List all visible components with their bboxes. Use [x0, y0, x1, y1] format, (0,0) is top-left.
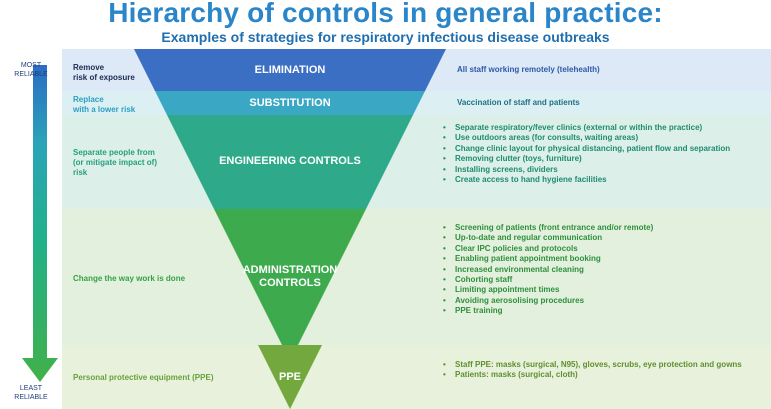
title-elimination: ELIMINATION [254, 64, 326, 76]
least-reliable-label: LEAST RELIABLE [14, 385, 48, 401]
list-item: Change clinic layout for physical distan… [443, 144, 768, 155]
segment-engineering [167, 115, 413, 209]
list-item: Installing screens, dividers [443, 165, 768, 176]
segment-substitution [155, 91, 425, 115]
desc-substitution: Vaccination of staff and patients [443, 98, 768, 108]
desc-engineering: Separate respiratory/fever clinics (exte… [443, 123, 768, 186]
list-item: Staff PPE: masks (surgical, N95), gloves… [443, 360, 768, 371]
label-elimination: Remove risk of exposure [73, 63, 135, 82]
page-subtitle: Examples of strategies for respiratory i… [161, 29, 610, 45]
list-item: Patients: masks (surgical, cloth) [443, 370, 768, 381]
title-administration: ADMINISTRATION CONTROLS [242, 264, 338, 289]
most-reliable-label: MOST RELIABLE [14, 62, 48, 78]
list-item: Screening of patients (front entrance an… [443, 223, 768, 234]
segment-administration [214, 209, 366, 345]
label-ppe: Personal protective equipment (PPE) [73, 373, 214, 382]
desc-administration: Screening of patients (front entrance an… [443, 223, 768, 317]
list-item: Enabling patient appointment booking [443, 254, 768, 265]
list-item: PPE training [443, 306, 768, 317]
list-item: Create access to hand hygiene facilities [443, 175, 768, 186]
list-item: Increased environmental cleaning [443, 265, 768, 276]
desc-elimination: All staff working remotely (telehealth) [443, 65, 768, 75]
segment-elimination [134, 49, 446, 91]
desc-elimination-text: All staff working remotely (telehealth) [457, 65, 600, 74]
label-administration: Change the way work is done [73, 274, 186, 283]
title-substitution: SUBSTITUTION [249, 97, 331, 109]
label-substitution: Replace with a lower risk [73, 95, 136, 114]
list-item: Limiting appointment times [443, 285, 768, 296]
reliability-arrow [22, 65, 58, 382]
list-item: Cohorting staff [443, 275, 768, 286]
list-item: Up-to-date and regular communication [443, 233, 768, 244]
list-item: Use outdoors areas (for consults, waitin… [443, 133, 768, 144]
desc-ppe: Staff PPE: masks (surgical, N95), gloves… [443, 360, 768, 381]
label-engineering: Separate people from (or mitigate impact… [73, 148, 158, 177]
title-ppe: PPE [278, 371, 301, 383]
title-engineering: ENGINEERING CONTROLS [219, 155, 361, 167]
list-item: Clear IPC policies and protocols [443, 244, 768, 255]
list-item: Avoiding aerosolising procedures [443, 296, 768, 307]
page-title: Hierarchy of controls in general practic… [108, 0, 663, 28]
list-item: Separate respiratory/fever clinics (exte… [443, 123, 768, 134]
desc-substitution-text: Vaccination of staff and patients [457, 98, 580, 107]
list-item: Removing clutter (toys, furniture) [443, 154, 768, 165]
segment-ppe-fill [258, 345, 322, 409]
